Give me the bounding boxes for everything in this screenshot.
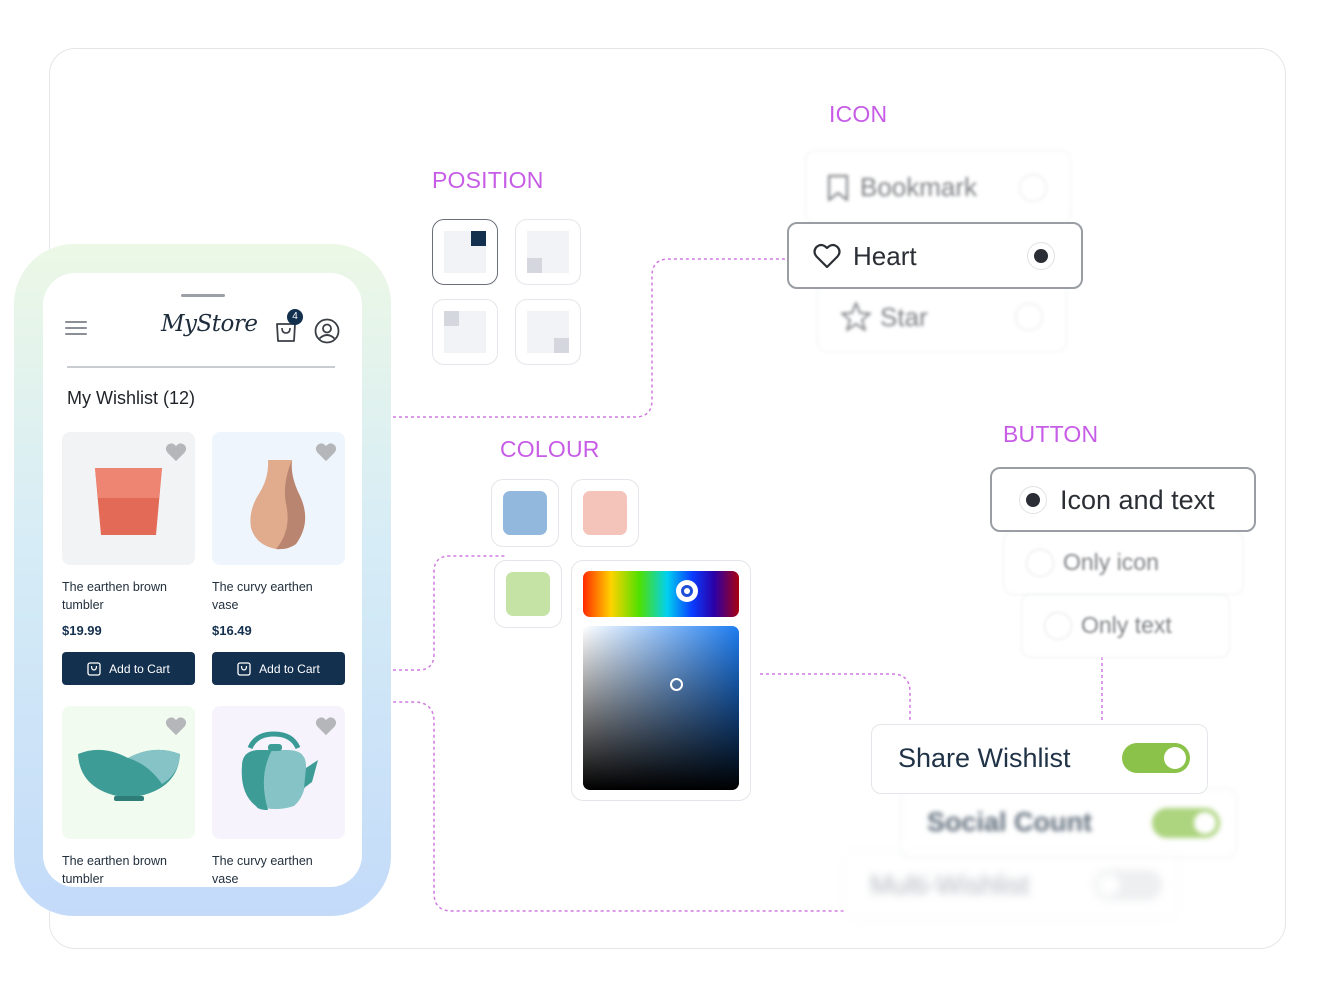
button-option-label: Only icon bbox=[1063, 549, 1159, 575]
toggle-switch-on[interactable] bbox=[1152, 808, 1220, 838]
icon-option-heart[interactable]: Heart bbox=[787, 222, 1083, 289]
toggle-label: Multi-Wishlist bbox=[870, 870, 1029, 900]
icon-option-label: Heart bbox=[853, 241, 917, 271]
position-option-bottom-left[interactable] bbox=[515, 219, 581, 285]
wishlist-heart-icon[interactable] bbox=[315, 442, 337, 462]
hue-slider-handle[interactable] bbox=[676, 580, 698, 602]
wishlist-heart-icon[interactable] bbox=[165, 716, 187, 736]
wishlist-heart-icon[interactable] bbox=[315, 716, 337, 736]
product-name[interactable]: The earthen brown tumbler bbox=[62, 854, 167, 886]
colour-picker[interactable] bbox=[571, 560, 751, 801]
add-to-cart-label: Add to Cart bbox=[259, 661, 320, 676]
bag-icon bbox=[87, 661, 101, 676]
connector-cart-to-colour bbox=[345, 555, 505, 671]
toggle-row-share-wishlist[interactable]: Share Wishlist bbox=[871, 724, 1208, 794]
toggle-switch-off[interactable] bbox=[1094, 870, 1162, 900]
bowl-illustration bbox=[78, 749, 180, 801]
product-name[interactable]: The earthen brown tumbler bbox=[62, 580, 167, 612]
heart-icon bbox=[813, 243, 841, 269]
position-option-top-left[interactable] bbox=[432, 299, 498, 365]
button-option-icon-and-text[interactable]: Icon and text bbox=[990, 467, 1256, 532]
button-option-only-icon[interactable]: Only icon bbox=[1003, 531, 1244, 595]
wishlist-title: My Wishlist (12) bbox=[67, 388, 196, 408]
position-option-bottom-right[interactable] bbox=[515, 299, 581, 365]
connector-picker-to-toggles bbox=[760, 673, 911, 722]
add-to-cart-label: Add to Cart bbox=[109, 661, 170, 676]
colour-picker-handle[interactable] bbox=[670, 678, 683, 691]
wishlist-heart-icon[interactable] bbox=[165, 442, 187, 462]
toggle-row-multi-wishlist[interactable]: Multi-Wishlist bbox=[843, 851, 1178, 919]
section-label-button: BUTTON bbox=[1003, 421, 1099, 447]
button-option-label: Only text bbox=[1081, 612, 1172, 638]
section-label-position: POSITION bbox=[432, 167, 544, 193]
toggle-row-social-count[interactable]: Social Count bbox=[900, 788, 1237, 858]
tumbler-illustration bbox=[95, 468, 162, 535]
product-image-vase[interactable] bbox=[212, 432, 345, 565]
hue-slider[interactable] bbox=[583, 571, 739, 617]
user-account-icon[interactable] bbox=[314, 318, 340, 344]
product-name[interactable]: The curvy earthen vase bbox=[212, 854, 313, 886]
connector-title-to-icon bbox=[345, 258, 785, 418]
button-option-only-text[interactable]: Only text bbox=[1021, 594, 1230, 658]
add-to-cart-button[interactable]: Add to Cart bbox=[212, 652, 345, 685]
saturation-brightness-area[interactable] bbox=[583, 626, 739, 790]
position-option-top-right[interactable] bbox=[432, 219, 498, 285]
colour-swatch-pink[interactable] bbox=[571, 479, 639, 547]
cart-count-badge: 4 bbox=[287, 309, 303, 325]
star-icon bbox=[841, 302, 871, 331]
colour-swatch-blue[interactable] bbox=[491, 479, 559, 547]
hamburger-menu-icon[interactable] bbox=[65, 321, 87, 337]
toggle-switch-on[interactable] bbox=[1122, 743, 1190, 773]
kettle-illustration bbox=[241, 731, 318, 810]
shopping-bag-icon[interactable] bbox=[275, 317, 297, 343]
add-to-cart-button[interactable]: Add to Cart bbox=[62, 652, 195, 685]
connector-cart-to-toggles bbox=[164, 682, 845, 912]
colour-swatch-green[interactable] bbox=[494, 560, 562, 628]
radio-button[interactable] bbox=[1019, 174, 1047, 202]
section-label-colour: COLOUR bbox=[500, 436, 600, 462]
store-logo[interactable]: MyStore bbox=[161, 311, 258, 337]
product-price: $19.99 bbox=[62, 623, 102, 638]
phone-screen: MyStore 4 My Wishlist (12) The earthen b… bbox=[43, 273, 362, 887]
icon-option-star[interactable]: Star bbox=[817, 282, 1067, 352]
bookmark-icon bbox=[827, 174, 849, 202]
radio-button-selected[interactable] bbox=[1027, 242, 1055, 270]
icon-option-bookmark[interactable]: Bookmark bbox=[805, 150, 1071, 224]
radio-button-selected[interactable] bbox=[1019, 486, 1047, 514]
icon-option-label: Bookmark bbox=[860, 172, 978, 202]
radio-button[interactable] bbox=[1015, 303, 1043, 331]
radio-button[interactable] bbox=[1026, 549, 1054, 577]
toggle-label: Share Wishlist bbox=[898, 743, 1071, 773]
icon-option-label: Star bbox=[880, 302, 928, 332]
section-label-icon: ICON bbox=[829, 101, 888, 127]
phone-notch bbox=[181, 294, 225, 297]
header-divider bbox=[67, 366, 335, 368]
vase-illustration bbox=[250, 460, 306, 550]
bag-icon bbox=[237, 661, 251, 676]
button-option-label: Icon and text bbox=[1060, 485, 1215, 515]
toggle-label: Social Count bbox=[927, 807, 1093, 837]
product-name[interactable]: The curvy earthen vase bbox=[212, 580, 313, 612]
radio-button[interactable] bbox=[1044, 612, 1072, 640]
product-price: $16.49 bbox=[212, 623, 252, 638]
